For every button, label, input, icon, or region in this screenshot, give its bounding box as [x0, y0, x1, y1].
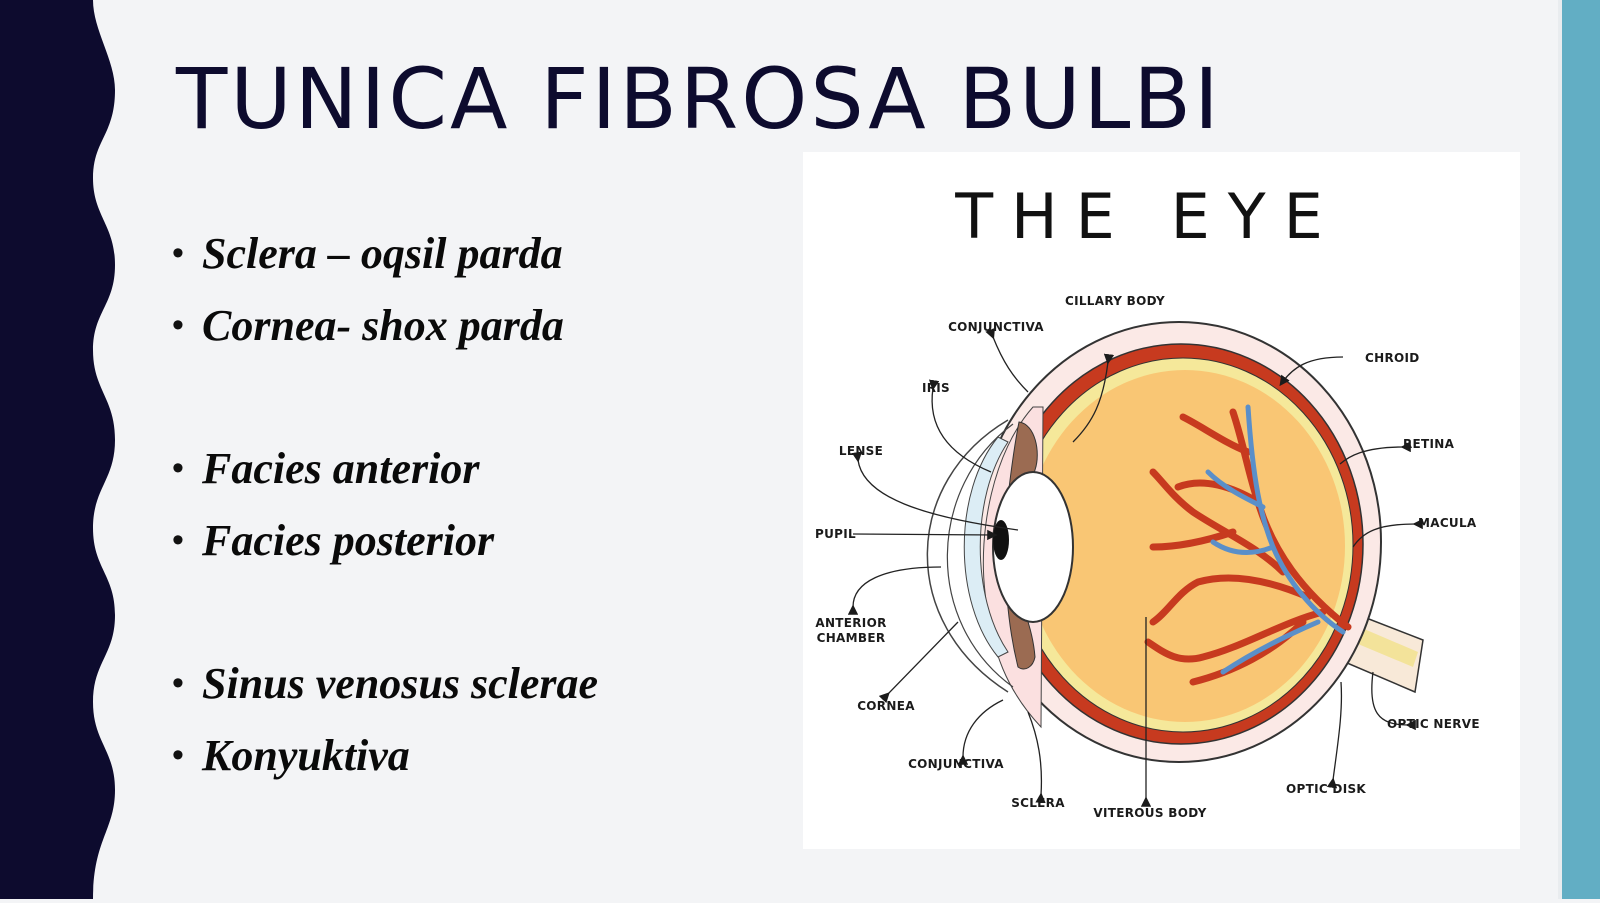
- bullet-item: • Konyuktiva: [172, 730, 410, 781]
- label-ciliary-body: CILLARY BODY: [1065, 294, 1165, 308]
- label-anterior-chamber: ANTERIOR: [815, 616, 886, 630]
- bullet-item: • Facies anterior: [172, 443, 479, 494]
- label-macula: MACULA: [1418, 516, 1477, 530]
- left-wavy-band: [0, 0, 130, 899]
- label-conjunctiva-bottom: CONJUNCTIVA: [908, 757, 1004, 771]
- label-retina: RETINA: [1403, 437, 1455, 451]
- bullet-dot: •: [172, 521, 184, 559]
- bullet-text: Cornea- shox parda: [202, 301, 564, 350]
- slide-title: TUNICA FIBROSA BULBI: [176, 50, 1222, 148]
- bullet-text: Konyuktiva: [202, 731, 410, 780]
- right-accent-band: [1562, 0, 1600, 899]
- bullet-text: Sclera – oqsil parda: [202, 229, 563, 278]
- label-viterous-body: VITEROUS BODY: [1093, 806, 1206, 820]
- bullet-dot: •: [172, 234, 184, 272]
- bullet-text: Facies anterior: [202, 444, 480, 493]
- label-cornea: CORNEA: [857, 699, 915, 713]
- label-optic-nerve: OPTIC NERVE: [1387, 717, 1480, 731]
- eye-diagram: THE EYE: [803, 152, 1520, 849]
- right-band-edge: [1558, 0, 1562, 899]
- bullet-dot: •: [172, 736, 184, 774]
- bullet-text: Facies posterior: [202, 516, 495, 565]
- bullet-item: • Sclera – oqsil parda: [172, 228, 563, 279]
- label-conjunctiva-top: CONJUNCTIVA: [948, 320, 1044, 334]
- label-optic-disk: OPTIC DISK: [1286, 782, 1366, 796]
- label-pupil: PUPIL: [815, 527, 856, 541]
- label-anterior-chamber: CHAMBER: [817, 631, 886, 645]
- label-iris: IRIS: [922, 381, 950, 395]
- bullet-item: • Sinus venosus sclerae: [172, 658, 598, 709]
- label-chroid: CHROID: [1365, 351, 1420, 365]
- label-sclera: SCLERA: [1011, 796, 1065, 810]
- bullet-text: Sinus venosus sclerae: [202, 659, 599, 708]
- bullet-list: • Sclera – oqsil parda • Cornea- shox pard…: [172, 0, 772, 899]
- figure-title: THE EYE: [954, 180, 1341, 253]
- bullet-item: • Cornea- shox parda: [172, 300, 564, 351]
- eye-illustration: [926, 321, 1424, 763]
- bullet-item: • Facies posterior: [172, 515, 494, 566]
- bullet-dot: •: [172, 664, 184, 702]
- label-lense: LENSE: [839, 444, 883, 458]
- bullet-dot: •: [172, 306, 184, 344]
- bullet-dot: •: [172, 449, 184, 487]
